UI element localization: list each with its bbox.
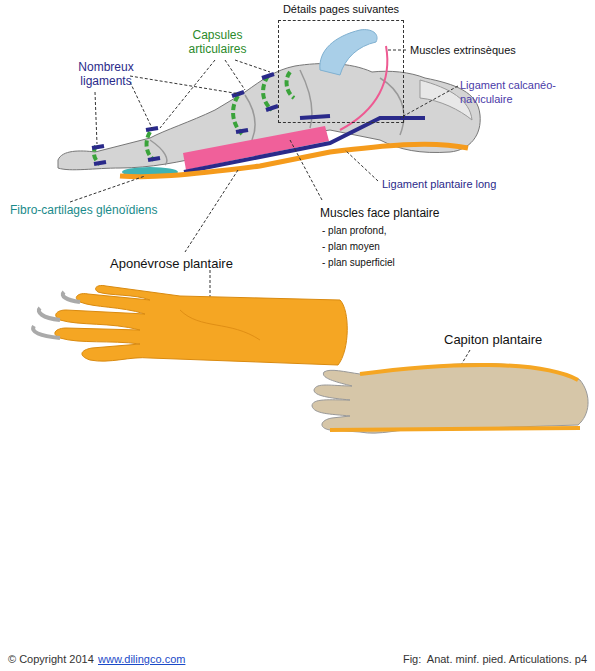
part-label: Capsules articulaires (170, 28, 265, 56)
part-label: Aponévrose plantaire (110, 257, 233, 271)
part-label: Capiton plantaire (444, 333, 542, 347)
part-label: Muscles face plantaire (320, 206, 439, 220)
part-label: Fibro-cartilages glénoïdiens (10, 203, 157, 217)
list-item: - plan profond, (322, 224, 387, 238)
list-item: - plan superficiel (322, 256, 395, 270)
list-item: - plan moyen (322, 240, 380, 254)
dashed-frame (278, 20, 404, 123)
detail-frame: Détails pages suivantes (278, 3, 404, 123)
part-label: Muscles extrinsèques (410, 43, 516, 57)
figure-caption: Fig: Anat. minf. pied. Articulations. p4 (403, 652, 587, 666)
part-label: Nombreux ligaments (66, 60, 146, 88)
part-label: Ligament calcanéo-naviculaire (460, 78, 588, 106)
frame-heading: Détails pages suivantes (278, 3, 404, 16)
copyright: © Copyright 2014 (8, 652, 94, 666)
part-label: Ligament plantaire long (382, 177, 496, 191)
website-link: www.dilingco.com (98, 652, 185, 666)
